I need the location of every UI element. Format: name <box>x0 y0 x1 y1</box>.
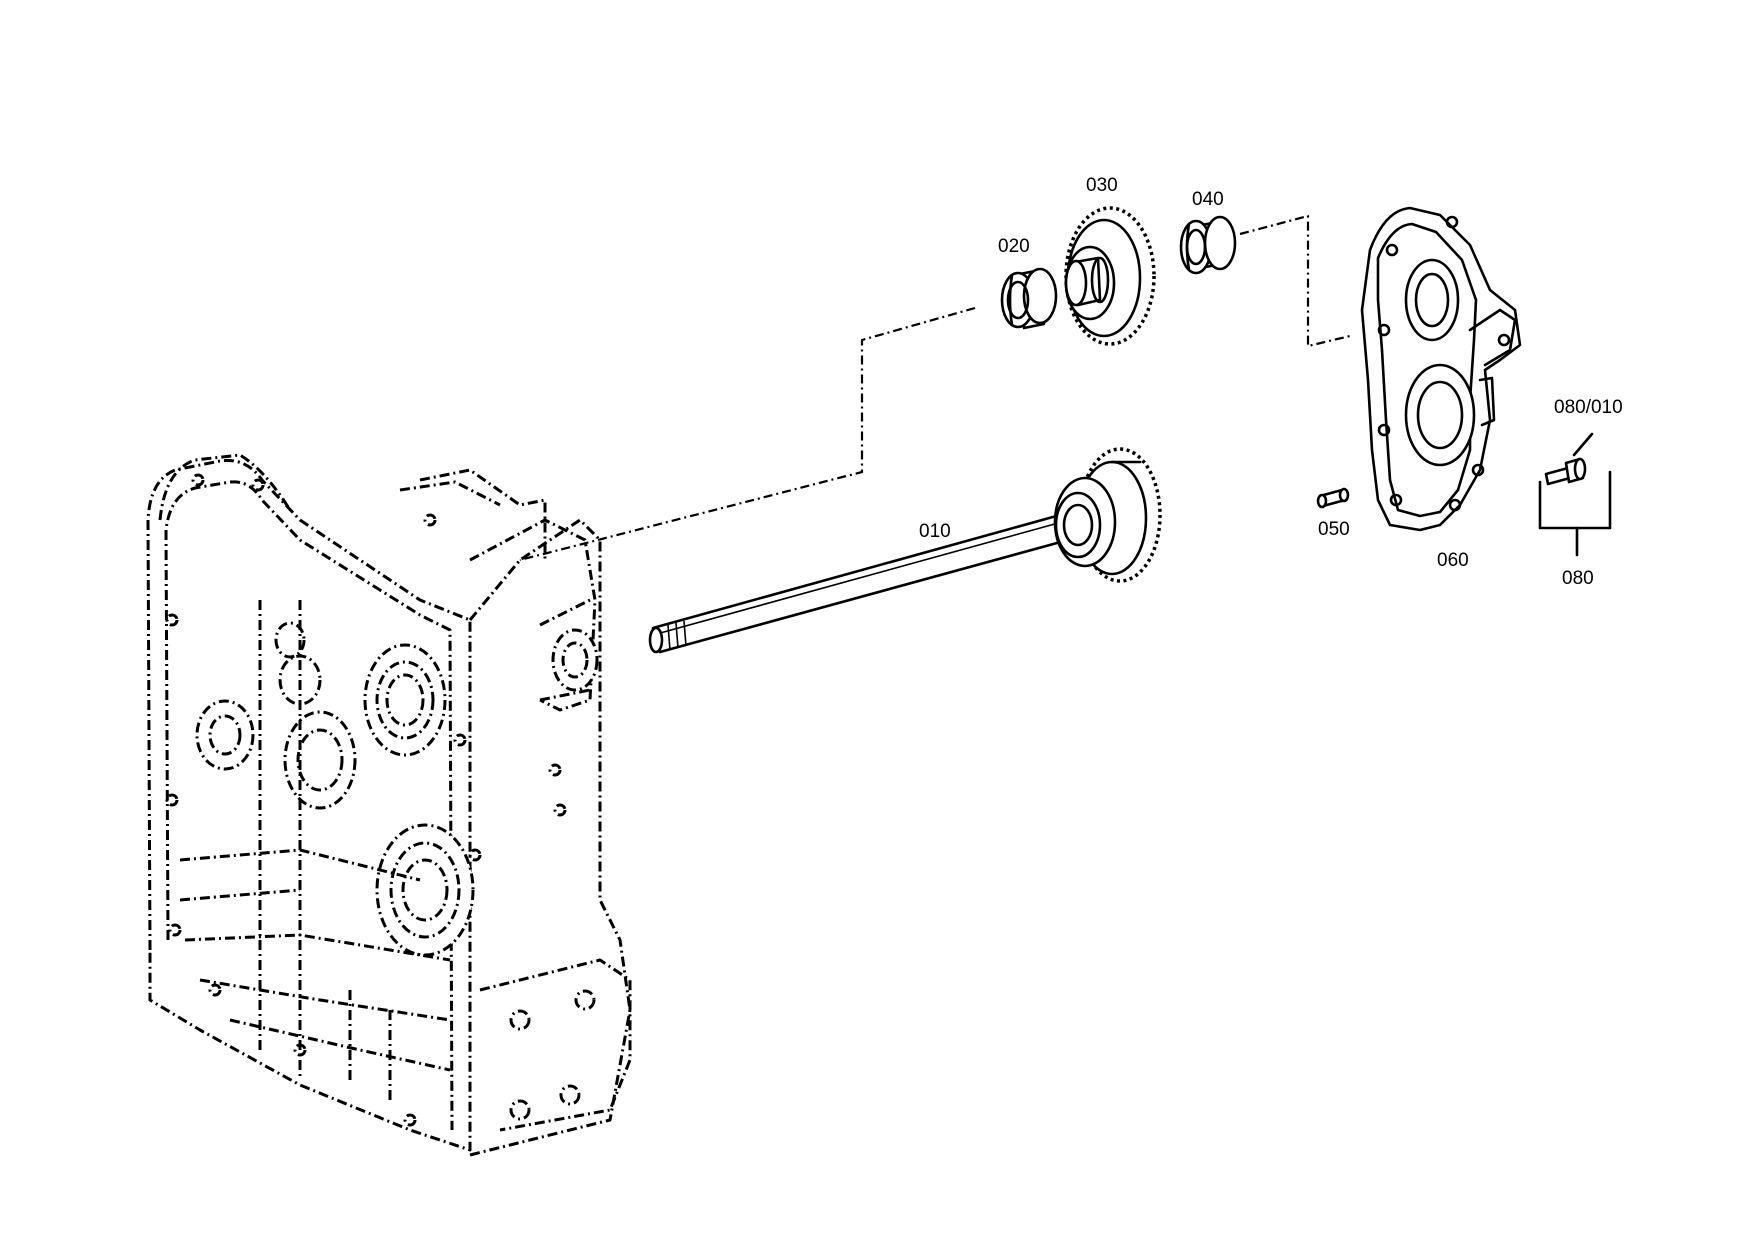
callout-080: 080 <box>1562 568 1594 589</box>
part-callouts: 010 020 030 040 050 060 080 080/010 <box>919 175 1623 589</box>
callout-060: 060 <box>1437 550 1469 571</box>
screw-080-010 <box>1544 457 1587 486</box>
bracket-080 <box>1538 432 1612 557</box>
callout-030: 030 <box>1086 175 1118 196</box>
callout-080-010: 080/010 <box>1554 397 1623 418</box>
gearbox-housing <box>146 453 632 1157</box>
callout-050: 050 <box>1318 519 1350 540</box>
callout-020: 020 <box>998 236 1030 257</box>
assembly-leader-lines <box>519 214 1351 562</box>
bearing-ring-040 <box>1179 215 1237 275</box>
bearing-ring-020 <box>1000 267 1058 330</box>
gear-030 <box>1064 206 1156 346</box>
cover-060 <box>1360 206 1522 532</box>
dowel-pin-050 <box>1316 487 1350 509</box>
shaft-with-gear-010 <box>648 447 1162 654</box>
callout-040: 040 <box>1192 189 1224 210</box>
callout-010: 010 <box>919 521 951 542</box>
